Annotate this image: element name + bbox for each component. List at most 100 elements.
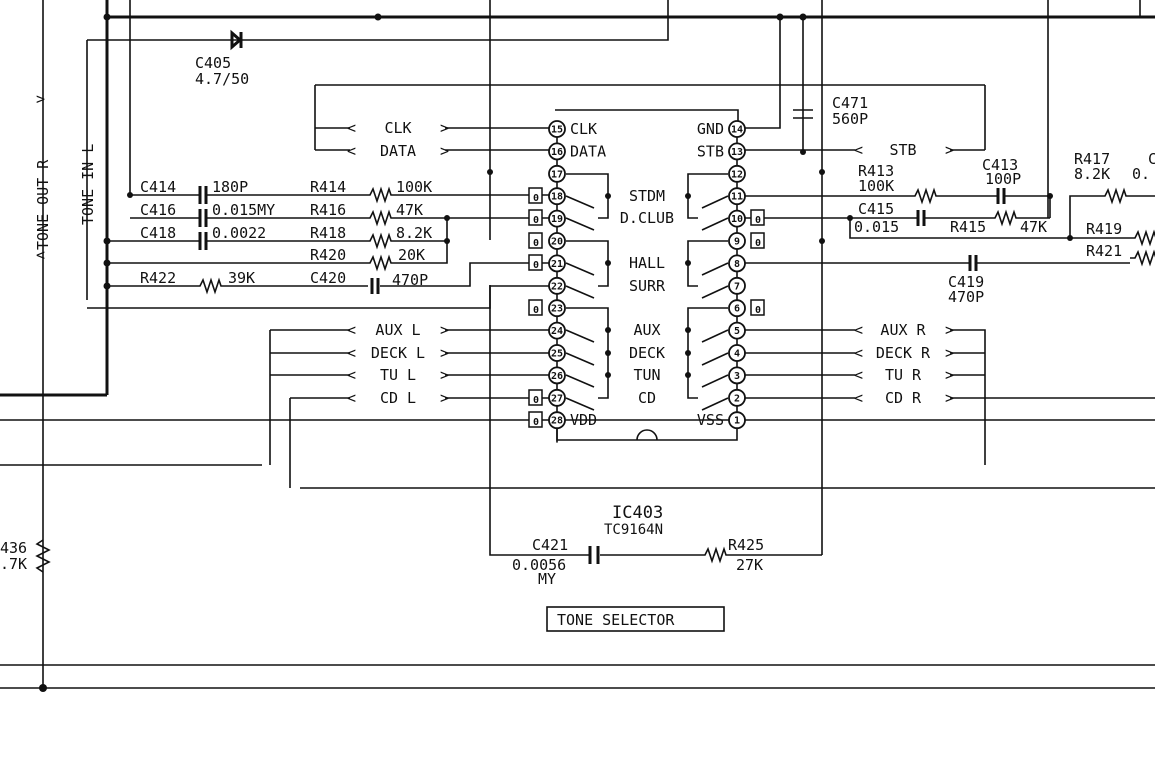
r417-ref: R417 xyxy=(1074,150,1110,168)
pin-number: 1 xyxy=(734,416,740,427)
pin-label: VSS xyxy=(697,411,724,429)
zero-marker-text: 0 xyxy=(755,215,761,226)
pin-number: 17 xyxy=(551,169,563,180)
connector-cd-l[interactable]: < xyxy=(347,389,356,407)
ic-pin-18 xyxy=(548,187,566,206)
connector-arrow-icon: > xyxy=(945,389,954,407)
switch-contact xyxy=(701,285,729,299)
ic-pin-15 xyxy=(548,120,566,138)
switch-contact xyxy=(701,195,729,209)
connector-data[interactable]: < xyxy=(347,142,356,160)
connector-label[interactable]: CD R xyxy=(885,389,922,407)
ic-pin-9 xyxy=(728,232,746,250)
c413-ref: C413 xyxy=(982,156,1018,174)
connector-label[interactable]: STB xyxy=(889,141,916,159)
connector-stb[interactable]: < xyxy=(854,141,863,159)
connector-label[interactable]: TU L xyxy=(380,366,416,384)
pin-label: GND xyxy=(697,120,724,138)
switch-contact xyxy=(565,217,595,231)
tone-out-r-connector[interactable]: TONE OUT R xyxy=(34,159,52,250)
pin-label: DATA xyxy=(570,142,606,160)
connector-cd-r[interactable]: < xyxy=(854,389,863,407)
junction-dots xyxy=(39,13,1073,692)
zero-marker xyxy=(528,254,543,271)
connector-clk[interactable]: < xyxy=(347,119,356,137)
c420-value: 470P xyxy=(392,271,428,289)
switch-label: HALL xyxy=(629,254,665,272)
pin-number: 13 xyxy=(731,147,743,158)
r418-ref: R418 xyxy=(310,224,346,242)
c415-ref: C415 xyxy=(858,200,894,218)
c416-value: 0.015MY xyxy=(212,201,275,219)
ic-pin-24 xyxy=(548,321,566,340)
ic-pin-26 xyxy=(548,366,566,385)
switch-contact xyxy=(701,397,729,411)
ic-pin-5 xyxy=(728,321,746,340)
connector-label[interactable]: AUX R xyxy=(880,321,926,339)
resistor-symbols xyxy=(35,188,1155,573)
connector-label[interactable]: DECK L xyxy=(371,344,425,362)
ic-pin-6 xyxy=(728,299,746,318)
zero-marker-text: 0 xyxy=(533,417,539,428)
zero-marker xyxy=(750,232,765,249)
connector-arrow-icon: > xyxy=(440,142,449,160)
pin-number: 21 xyxy=(551,259,563,270)
connector-deck-r[interactable]: < xyxy=(854,344,863,362)
ic-pin-20 xyxy=(548,232,566,250)
switch-contact xyxy=(565,397,595,411)
connector-arrow-icon: > xyxy=(945,366,954,384)
ic-pin-25 xyxy=(548,344,566,362)
c421-value2: MY xyxy=(538,570,556,588)
pin-number: 3 xyxy=(734,371,740,382)
pin-number: 19 xyxy=(551,214,563,225)
connector-label[interactable]: TU R xyxy=(885,366,922,384)
c471-ref: C471 xyxy=(832,94,868,112)
pin-number: 25 xyxy=(551,349,563,360)
wires xyxy=(0,0,1155,690)
tone-in-l-connector[interactable]: TONE IN L xyxy=(79,144,97,225)
connector-label[interactable]: AUX L xyxy=(375,321,420,339)
r414-value: 100K xyxy=(396,178,432,196)
pin-number: 5 xyxy=(734,326,740,337)
connector-label[interactable]: DECK R xyxy=(876,344,931,362)
r418-value: 8.2K xyxy=(396,224,432,242)
connector-arrow-icon: > xyxy=(440,389,449,407)
ic-ref: IC403 xyxy=(612,503,663,523)
connector-deck-l[interactable]: < xyxy=(347,344,356,362)
r416-value: 47K xyxy=(396,201,423,219)
connector-aux-l[interactable]: < xyxy=(347,321,356,339)
switch-contact xyxy=(701,262,729,276)
connector-label[interactable]: CD L xyxy=(380,389,416,407)
r419-ref: R419 xyxy=(1086,220,1122,238)
r413-value: 100K xyxy=(858,177,894,195)
switch-contact xyxy=(565,285,595,299)
c471-value: 560P xyxy=(832,110,868,128)
ic-pin-23 xyxy=(548,299,566,318)
switch-contact xyxy=(565,374,595,388)
connector-label[interactable]: CLK xyxy=(384,119,411,137)
c416-ref: C416 xyxy=(140,201,176,219)
ic-pin-16 xyxy=(548,142,566,161)
r425-ref: R425 xyxy=(728,536,764,554)
ic-pin-2 xyxy=(728,388,746,407)
pin-number: 26 xyxy=(551,371,563,382)
connector-tu-l[interactable]: < xyxy=(347,366,356,384)
c414-ref: C414 xyxy=(140,178,176,196)
ic-pin-14 xyxy=(728,120,746,138)
c417-partial-ref: C xyxy=(1148,150,1155,168)
switch-label: SURR xyxy=(629,277,666,295)
switch-label: AUX xyxy=(633,321,660,339)
connector-aux-r[interactable]: < xyxy=(854,321,863,339)
ic-pin-10 xyxy=(728,209,746,228)
pin-number: 27 xyxy=(551,393,563,404)
c417-partial-value: 0. xyxy=(1132,165,1150,183)
connector-arrow-icon: > xyxy=(945,321,954,339)
r416-ref: R416 xyxy=(310,201,346,219)
connector-tu-r[interactable]: < xyxy=(854,366,863,384)
zero-marker xyxy=(528,299,543,316)
connector-label[interactable]: DATA xyxy=(380,142,416,160)
zero-marker-text: 0 xyxy=(755,238,761,249)
switch-label: STDM xyxy=(629,187,665,205)
ic-pin-3 xyxy=(728,366,746,385)
r421-ref: R421 xyxy=(1086,242,1122,260)
